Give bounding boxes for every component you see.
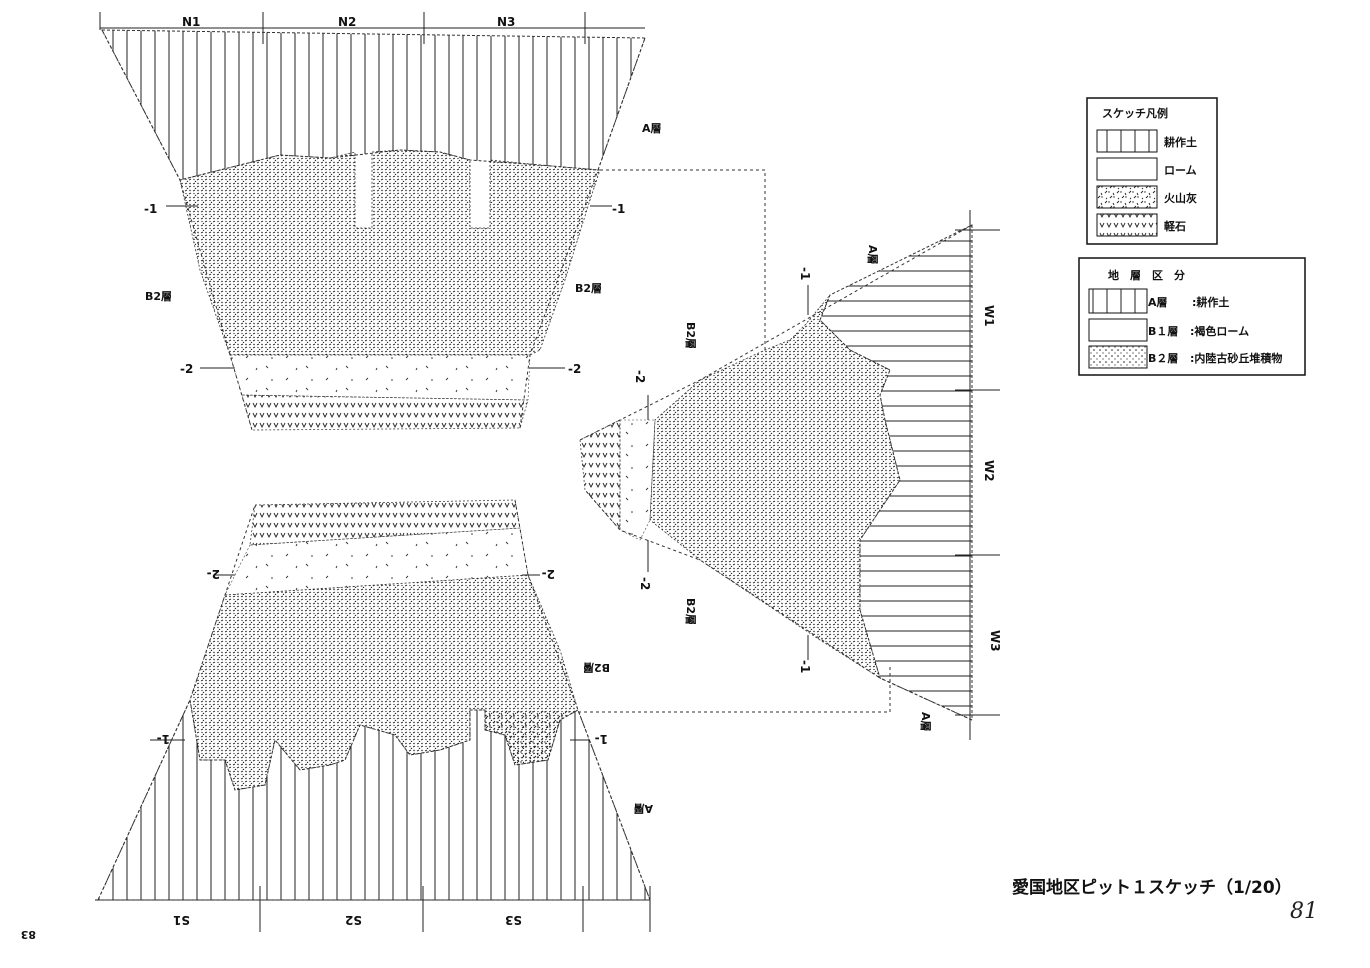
west-layer-b2-bottom-label: B2層 — [684, 598, 697, 625]
legend-sketch-label-1: 耕作土 — [1164, 135, 1197, 149]
south-layer-a-fill — [97, 698, 651, 901]
north-layer-b2-fill — [179, 149, 601, 356]
south-ash-pocket — [485, 710, 578, 765]
south-marker-2-left: 2- — [207, 567, 220, 581]
south-left-edge — [97, 504, 256, 901]
west-layer-a-top-label: A層 — [866, 245, 879, 265]
south-marker-1-right: 1- — [595, 732, 608, 746]
legend-swatch-blank — [1096, 157, 1158, 181]
legend-strata-label-2: :褐色ローム — [1190, 324, 1249, 338]
west-col-label-1: W1 — [982, 305, 996, 327]
south-right-edge — [514, 499, 651, 901]
south-marker-2-right: 2- — [542, 567, 555, 581]
west-layer-b2-top-label: B2層 — [684, 322, 697, 349]
north-marker-1-right: -1 — [612, 202, 625, 216]
legend-sketch-heading: スケッチ凡例 — [1102, 106, 1168, 120]
page-number: 81 — [1290, 899, 1318, 924]
north-marker-2-left: -2 — [180, 362, 193, 376]
south-col-label-3: S3 — [505, 913, 522, 927]
west-layer-a-bottom-label: A層 — [919, 712, 932, 732]
north-col-label-1: N1 — [182, 15, 200, 29]
north-layer-a-label: A層 — [642, 122, 662, 135]
north-right-edge — [519, 37, 646, 429]
west-ash-band — [619, 419, 656, 541]
north-wall-section — [99, 12, 766, 431]
west-col-label-3: W3 — [988, 630, 1002, 652]
south-col-label-1: S1 — [173, 913, 190, 927]
legend-sketch-label-2: ローム — [1164, 164, 1197, 177]
legend-swatch-pumice — [1096, 213, 1158, 237]
north-layer-b2-right-label: B2層 — [575, 282, 602, 295]
legend-strata-code-3: B２層 — [1148, 352, 1178, 365]
legend-strata-code-2: B１層 — [1148, 325, 1178, 338]
north-marker-2-right: -2 — [568, 362, 581, 376]
west-marker-2-bottom: -2 — [638, 577, 652, 590]
west-col-label-2: W2 — [982, 460, 996, 482]
strata-swatch-dots — [1088, 345, 1148, 369]
west-marker-1-bottom: -1 — [798, 660, 812, 673]
west-bottom-edge — [584, 489, 973, 721]
strata-swatch-vertical-lines — [1088, 288, 1148, 314]
legend-sketch-label-3: 火山灰 — [1164, 191, 1197, 205]
south-layer-a-label: A層 — [633, 802, 653, 815]
legend-sketch — [1086, 97, 1218, 245]
legend-strata — [1078, 257, 1306, 376]
north-col-label-2: N2 — [338, 15, 356, 29]
west-top-edge — [579, 224, 973, 441]
north-col-label-3: N3 — [497, 15, 515, 29]
legend-sketch-label-4: 軽石 — [1164, 219, 1186, 233]
west-pumice-band — [579, 419, 621, 532]
legend-strata-code-1: A層 — [1148, 296, 1168, 309]
north-marker-1-left: -1 — [144, 202, 157, 216]
west-wall-section — [579, 210, 1000, 740]
south-wall-section — [95, 499, 891, 932]
west-marker-1-top: -1 — [798, 267, 812, 280]
south-ash-band — [224, 527, 529, 596]
legend-strata-label-1: :耕作土 — [1192, 295, 1229, 309]
north-pumice-band — [241, 394, 529, 431]
legend-swatch-vertical-lines — [1096, 129, 1158, 153]
page-title: 愛国地区ピット１スケッチ（1/20） — [1012, 877, 1292, 898]
legend-swatch-ash — [1096, 185, 1158, 209]
legend-strata-heading: 地 層 区 分 — [1108, 268, 1185, 282]
west-layer-b2-fill — [649, 294, 901, 679]
north-ash-band — [229, 354, 531, 401]
south-col-label-2: S2 — [345, 913, 362, 927]
south-layer-b2-label: B2層 — [583, 661, 610, 674]
corner-mark: 83 — [21, 928, 36, 941]
north-layer-b2-left-label: B2層 — [145, 290, 172, 303]
south-marker-1-left: 1- — [157, 732, 170, 746]
north-west-connector — [600, 169, 766, 350]
west-marker-2-top: -2 — [633, 370, 647, 383]
north-left-edge — [101, 29, 253, 431]
strata-swatch-blank — [1088, 318, 1148, 342]
south-west-connector — [578, 665, 891, 713]
south-layer-b2-fill — [189, 574, 579, 791]
legend-strata-label-3: :内陸古砂丘堆積物 — [1190, 351, 1282, 365]
